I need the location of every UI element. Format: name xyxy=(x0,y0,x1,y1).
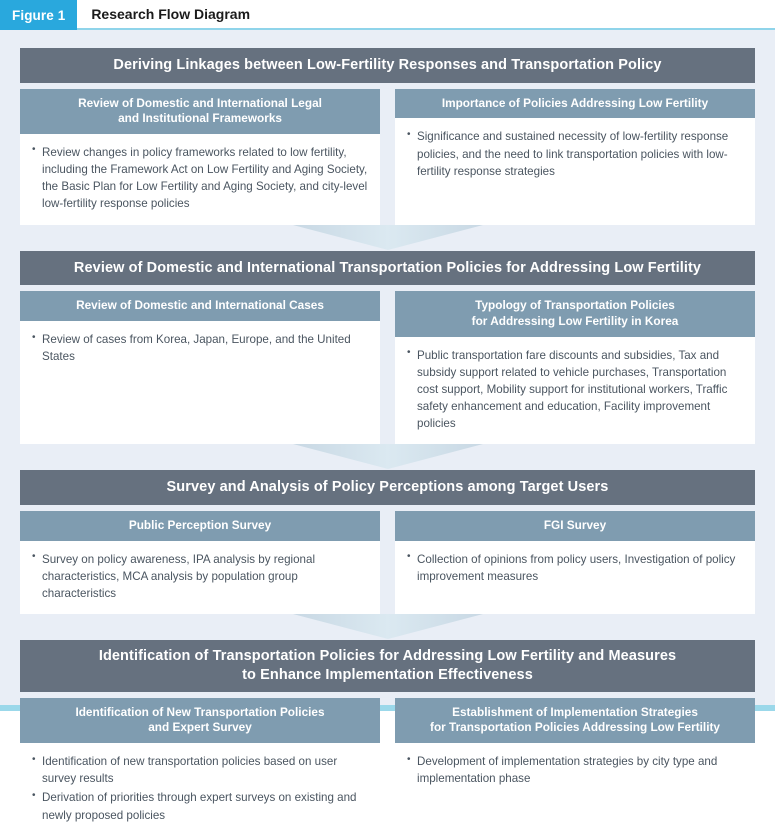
list-item: Public transportation fare discounts and… xyxy=(407,346,743,433)
stage-4-column-1-header: Identification of New Transportation Pol… xyxy=(20,697,380,744)
flow-stage-3: Survey and Analysis of Policy Perception… xyxy=(20,470,755,615)
stage-2-column-1-body: Review of cases from Korea, Japan, Europ… xyxy=(20,321,380,445)
stage-1-column-1-body: Review changes in policy frameworks rela… xyxy=(20,133,380,225)
figure-number-tag: Figure 1 xyxy=(0,0,78,30)
down-arrow-icon xyxy=(292,224,483,250)
stage-4-header: Identification of Transportation Policie… xyxy=(20,640,755,692)
flow-stage-2: Review of Domestic and International Tra… xyxy=(20,250,755,445)
stage-3-column-2-body: Collection of opinions from policy users… xyxy=(395,540,755,615)
list-item: Survey on policy awareness, IPA analysis… xyxy=(32,550,368,602)
stage-4-column-2: Establishment of Implementation Strategi… xyxy=(395,697,755,836)
flow-stage-1: Deriving Linkages between Low-Fertility … xyxy=(20,48,755,225)
stage-1-column-1: Review of Domestic and International Leg… xyxy=(20,88,380,225)
stage-3-header: Survey and Analysis of Policy Perception… xyxy=(20,470,755,506)
list-item: Identification of new transportation pol… xyxy=(32,753,368,787)
stage-1-column-2: Importance of Policies Addressing Low Fe… xyxy=(395,88,755,225)
research-flow-diagram: Deriving Linkages between Low-Fertility … xyxy=(0,30,775,836)
down-arrow-icon xyxy=(292,614,483,640)
list-item: Derivation of priorities through expert … xyxy=(32,789,368,823)
flow-arrow-3-wrap xyxy=(20,614,755,640)
stage-1-column-2-header: Importance of Policies Addressing Low Fe… xyxy=(395,88,755,119)
stage-2-header: Review of Domestic and International Tra… xyxy=(20,250,755,286)
list-item: Significance and sustained necessity of … xyxy=(407,128,743,179)
stage-4-column-2-body: Development of implementation strategies… xyxy=(395,743,755,836)
stage-3-column-1: Public Perception Survey Survey on polic… xyxy=(20,511,380,615)
figure-caption-bar: Figure 1 Research Flow Diagram xyxy=(0,0,775,30)
stage-4-column-1: Identification of New Transportation Pol… xyxy=(20,697,380,836)
stage-2-columns: Review of Domestic and International Cas… xyxy=(20,291,755,445)
stage-4-column-2-header: Establishment of Implementation Strategi… xyxy=(395,697,755,744)
flow-stage-4: Identification of Transportation Policie… xyxy=(20,640,755,836)
stage-1-columns: Review of Domestic and International Leg… xyxy=(20,88,755,225)
stage-4-columns: Identification of New Transportation Pol… xyxy=(20,697,755,836)
stage-3-columns: Public Perception Survey Survey on polic… xyxy=(20,511,755,615)
stage-2-column-2-body: Public transportation fare discounts and… xyxy=(395,336,755,445)
stage-1-column-1-header: Review of Domestic and International Leg… xyxy=(20,88,380,134)
down-arrow-icon xyxy=(292,444,483,470)
stage-1-header: Deriving Linkages between Low-Fertility … xyxy=(20,48,755,83)
flow-arrow-2-wrap xyxy=(20,444,755,470)
stage-3-column-1-body: Survey on policy awareness, IPA analysis… xyxy=(20,540,380,615)
flow-arrow-1-wrap xyxy=(20,224,755,251)
list-item: Collection of opinions from policy users… xyxy=(407,550,743,585)
stage-4-column-1-body: Identification of new transportation pol… xyxy=(20,743,380,836)
stage-1-column-2-body: Significance and sustained necessity of … xyxy=(395,118,755,225)
stage-3-column-1-header: Public Perception Survey xyxy=(20,511,380,541)
list-item: Review changes in policy frameworks rela… xyxy=(32,143,368,213)
stage-2-column-1: Review of Domestic and International Cas… xyxy=(20,291,380,445)
stage-3-column-2-header: FGI Survey xyxy=(395,511,755,541)
stage-3-column-2: FGI Survey Collection of opinions from p… xyxy=(395,511,755,615)
figure-title: Research Flow Diagram xyxy=(77,0,775,30)
stage-2-column-1-header: Review of Domestic and International Cas… xyxy=(20,291,380,321)
list-item: Development of implementation strategies… xyxy=(407,753,743,787)
list-item: Review of cases from Korea, Japan, Europ… xyxy=(32,330,368,365)
